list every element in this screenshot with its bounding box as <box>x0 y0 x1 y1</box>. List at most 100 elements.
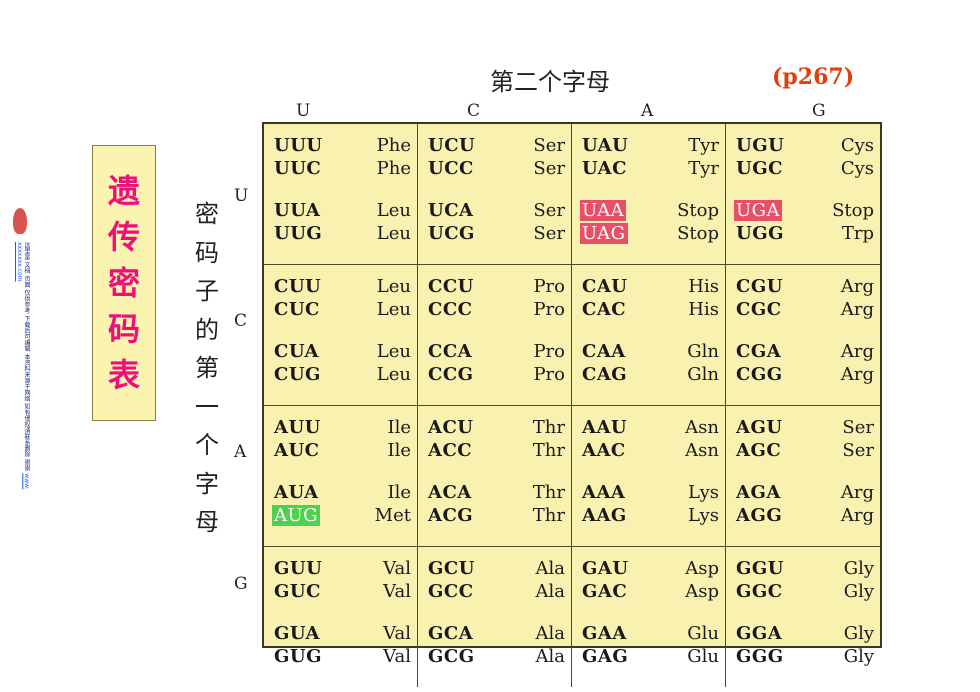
amino-acid: Val <box>383 646 411 667</box>
first-letter-label-char: 子 <box>195 277 219 305</box>
codon: GAA <box>582 623 627 644</box>
amino-acid: Asp <box>685 558 719 579</box>
amino-acid: Arg <box>840 364 874 385</box>
codon: AAC <box>582 440 626 461</box>
amino-acid: His <box>688 276 719 297</box>
amino-acid: Leu <box>376 364 411 385</box>
codon: AGU <box>736 417 783 438</box>
codon-row: CUA Leu <box>272 340 411 363</box>
amino-acid: Asp <box>685 581 719 602</box>
codon-row: AUG Met <box>272 504 411 527</box>
codon: AGA <box>736 482 781 503</box>
amino-acid: Gln <box>687 364 719 385</box>
codon: GGU <box>736 558 784 579</box>
codon: AAU <box>582 417 628 438</box>
codon: GUG <box>274 646 322 667</box>
codon: GUC <box>274 581 321 602</box>
amino-acid: Ser <box>842 440 874 461</box>
amino-acid: Trp <box>841 223 874 244</box>
amino-acid: Stop <box>677 200 719 221</box>
amino-acid: Arg <box>840 505 874 526</box>
start-codon: AUG <box>272 505 321 526</box>
codon: ACG <box>428 505 474 526</box>
amino-acid: Tyr <box>688 135 719 156</box>
codon: CUG <box>274 364 321 385</box>
codon: UUG <box>274 223 323 244</box>
amino-acid: Ala <box>535 623 566 644</box>
amino-acid: Arg <box>840 299 874 320</box>
first-letter-label-char: 密 <box>195 200 219 228</box>
codon: CCC <box>428 299 473 320</box>
side-watermark-link[interactable]: www.xxxxxxx.com <box>16 242 30 490</box>
amino-acid: His <box>688 299 719 320</box>
side-logo: 这里是 文档 页面 仅供参考 下载后可编辑 本资料来源于网络 如有侵权请联系删除… <box>12 208 30 493</box>
codon: CAU <box>582 276 628 297</box>
amino-acid: Leu <box>376 341 411 362</box>
codon: UCC <box>428 158 474 179</box>
title-char: 传 <box>107 218 140 256</box>
codon: GAU <box>582 558 629 579</box>
amino-acid: Ile <box>387 417 411 438</box>
first-letter-label-char: 字 <box>195 469 219 498</box>
codon-row: AGA Arg <box>734 481 874 504</box>
amino-acid: Glu <box>687 623 719 644</box>
row-header-a: A <box>234 442 247 462</box>
codon: UUU <box>274 135 323 156</box>
amino-acid: Met <box>374 505 411 526</box>
codon: GAG <box>582 646 629 667</box>
codon-row: CAU His <box>580 275 719 298</box>
codon: CCG <box>428 364 474 385</box>
amino-acid: Val <box>383 558 411 579</box>
amino-acid: Glu <box>687 646 719 667</box>
codon-row: GUG Val <box>272 645 411 668</box>
first-letter-label-char: 码 <box>195 238 219 267</box>
codon-row: AGC Ser <box>734 439 874 462</box>
amino-acid: Gly <box>843 623 874 644</box>
codon: CCA <box>428 341 473 362</box>
first-letter-label-char: 一 <box>195 392 219 421</box>
codon: CUA <box>274 341 319 362</box>
codon: CGC <box>736 299 782 320</box>
codon: AUA <box>274 482 319 503</box>
codon: AGC <box>736 440 782 461</box>
amino-acid: Arg <box>840 482 874 503</box>
codon: ACA <box>428 482 472 503</box>
codon: AUU <box>274 417 321 438</box>
title-chars: 遗传密码表 <box>93 146 155 398</box>
codon: CAC <box>582 299 627 320</box>
codon: GGG <box>736 646 784 667</box>
amino-acid: Val <box>383 623 411 644</box>
logo-flame-icon <box>13 208 27 234</box>
title-char: 密 <box>107 264 140 302</box>
